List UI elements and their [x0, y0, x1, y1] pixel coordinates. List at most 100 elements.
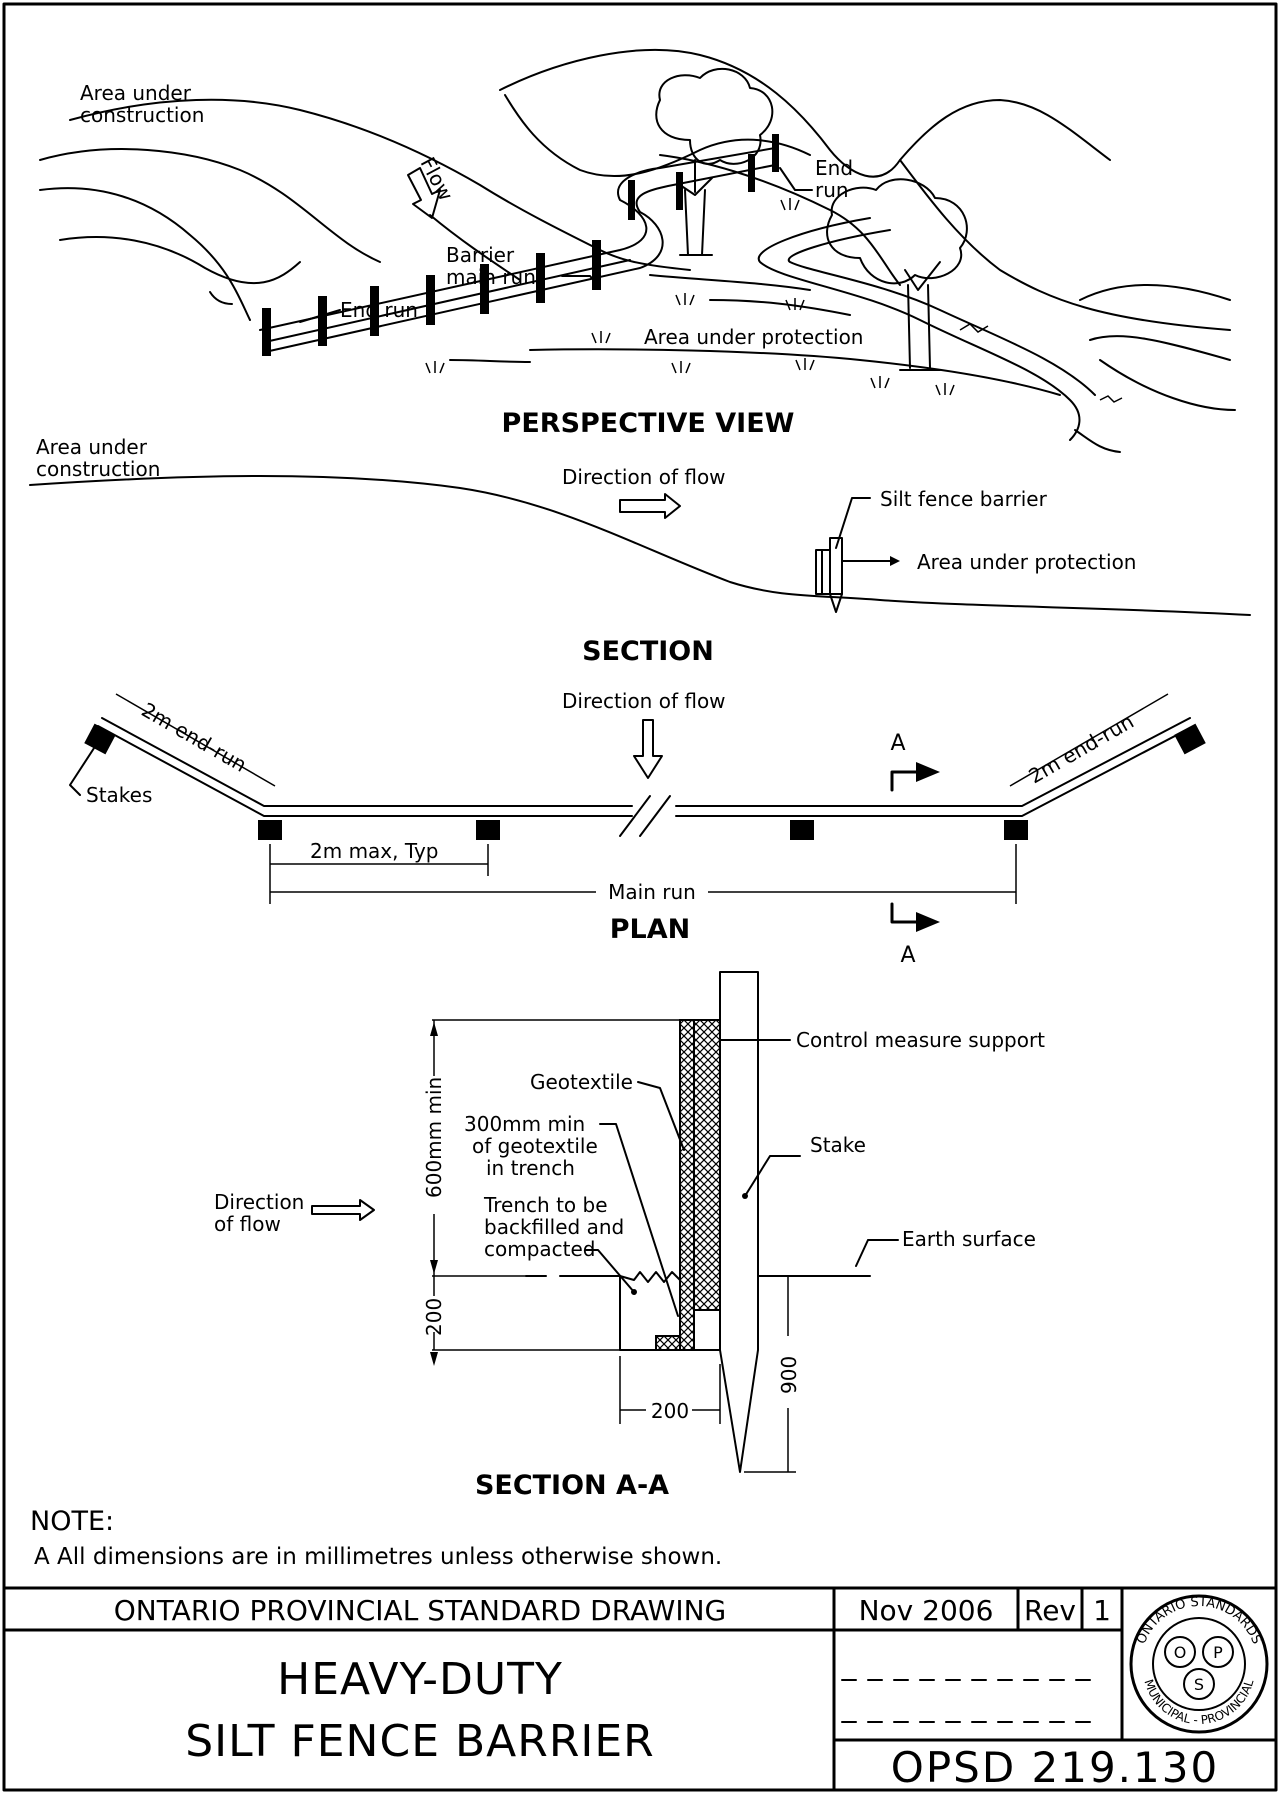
section-marker-label-top: A	[890, 731, 905, 756]
aa-geotextile-toe	[655, 1335, 681, 1351]
aa-trench-width-label: 200	[651, 1399, 689, 1423]
perspective-stake	[592, 240, 601, 290]
plan-flow-label: Direction of flow	[562, 689, 726, 713]
perspective-flow-label: Flow	[416, 153, 459, 205]
standard-label: ONTARIO PROVINCIAL STANDARD DRAWING	[114, 1594, 726, 1627]
flow-arrow-icon	[311, 1199, 375, 1221]
plan-end-run-left-label: 2m end-run	[138, 698, 251, 777]
plan-spacing-label: 2m max, Typ	[310, 839, 439, 863]
plan-stake	[1174, 723, 1206, 755]
aa-stake	[719, 971, 759, 1473]
perspective-stake	[262, 308, 271, 356]
plan-fence	[84, 717, 1206, 840]
leader-line	[855, 1239, 899, 1267]
leader-line	[585, 1249, 635, 1293]
aa-trench-note-2: backfilled and	[484, 1215, 624, 1239]
section-marker-arrow-icon	[916, 912, 940, 932]
aa-geotextile	[679, 1019, 695, 1351]
leader-line	[69, 741, 99, 796]
leader-line	[835, 497, 871, 549]
leader-line	[561, 275, 599, 286]
aa-geotextile-label: Geotextile	[530, 1070, 633, 1094]
aa-trench-depth-label: 200	[422, 1298, 446, 1336]
perspective-construction-label-1: Area under	[80, 81, 192, 105]
perspective-stake	[628, 180, 635, 220]
aa-height-dimension-label: 600mm min	[422, 1077, 446, 1198]
leader-line	[744, 1155, 801, 1197]
rev-label: Rev	[1024, 1594, 1076, 1627]
perspective-stake	[370, 286, 379, 336]
flow-arrow-icon	[633, 719, 663, 779]
end-run-dimension-line	[115, 693, 1169, 787]
stream	[757, 217, 1123, 453]
drawing-title-line-1: HEAVY-DUTY	[277, 1654, 563, 1705]
leader-line	[637, 1081, 685, 1151]
perspective-stake	[536, 253, 545, 303]
section-aa-view: 600mm min 200 200 900 Control measure su…	[214, 971, 1045, 1501]
note-item: A All dimensions are in millimetres unle…	[34, 1544, 722, 1570]
perspective-terrain	[39, 48, 1236, 411]
rev-value: 1	[1093, 1594, 1111, 1627]
seal-top-text: ONTARIO STANDARDS	[1134, 1595, 1264, 1647]
section-marker-arrow-icon	[916, 762, 940, 782]
section-protection-label: Area under protection	[917, 550, 1136, 574]
aa-trench-note-1: Trench to be	[483, 1193, 608, 1217]
plan-view: Direction of flow 2m end-run 2m end-run …	[69, 689, 1206, 968]
aa-earth-surface-label: Earth surface	[902, 1227, 1036, 1251]
flow-arrow-icon	[407, 167, 441, 219]
perspective-view: Area under construction Flow Barrier mai…	[39, 48, 1236, 453]
plan-end-run-right-label: 2m end-run	[1025, 709, 1138, 788]
plan-stake	[790, 820, 814, 840]
perspective-view-title: PERSPECTIVE VIEW	[502, 408, 795, 439]
plan-stakes-label: Stakes	[86, 783, 152, 807]
leader-line	[599, 1123, 679, 1317]
rev-cell-rules	[1016, 1586, 1084, 1632]
plan-stake	[1004, 820, 1028, 840]
tree-left	[655, 68, 774, 256]
aa-trench-note-3: compacted	[484, 1237, 596, 1261]
seal-letter: S	[1194, 1675, 1204, 1694]
plan-view-title: PLAN	[610, 914, 691, 945]
stake-spacing-dimension	[269, 844, 489, 876]
grass-tufts	[425, 198, 955, 396]
aa-embed-dimension	[744, 1275, 796, 1473]
main-run-dimension	[269, 844, 1017, 904]
seal-letter: P	[1213, 1643, 1223, 1662]
perspective-end-run-right-label-2: run	[815, 178, 849, 202]
plan-stake	[476, 820, 500, 840]
aa-dimension-extensions	[432, 1019, 680, 1351]
perspective-protection-label: Area under protection	[644, 325, 863, 349]
leader-line	[299, 309, 341, 323]
plan-stake	[258, 820, 282, 840]
section-marker-label-bottom: A	[900, 943, 915, 968]
section-barrier-label: Silt fence barrier	[880, 487, 1048, 511]
perspective-main-run-label-1: Barrier	[446, 243, 515, 267]
blank-revision-lines	[841, 1679, 1103, 1723]
aa-flow-label-2: of flow	[214, 1212, 281, 1236]
title-block: ONTARIO PROVINCIAL STANDARD DRAWING Nov …	[2, 1586, 1278, 1792]
perspective-construction-label-2: construction	[80, 103, 204, 127]
aa-trench-geotextile-label-1: 300mm min	[464, 1112, 585, 1136]
drawing-number: OPSD 219.130	[891, 1743, 1219, 1792]
tree-right	[826, 178, 968, 371]
drawing-title-line-2: SILT FENCE BARRIER	[185, 1716, 655, 1767]
aa-support-label: Control measure support	[796, 1028, 1045, 1052]
aa-control-measure-support	[693, 1019, 721, 1311]
section-construction-label-1: Area under	[36, 435, 148, 459]
leader-line	[779, 167, 813, 191]
svg-text:ONTARIO STANDARDS: ONTARIO STANDARDS	[1134, 1595, 1264, 1647]
section-marker-top	[890, 770, 922, 792]
aa-trench-geotextile-label-2: of geotextile	[472, 1134, 598, 1158]
section-view: Area under construction Direction of flo…	[29, 435, 1251, 667]
aa-trench-geotextile-label-3: in trench	[486, 1156, 575, 1180]
plan-stake	[84, 723, 116, 755]
aa-backfill-line	[619, 1271, 681, 1283]
perspective-end-run-right-label-1: End	[815, 156, 853, 180]
section-aa-title: SECTION A-A	[475, 1470, 669, 1501]
ops-seal-logo: ONTARIO STANDARDS MUNICIPAL - PROVINCIAL…	[1129, 1594, 1269, 1734]
date-label: Nov 2006	[859, 1594, 994, 1627]
section-construction-label-2: construction	[36, 457, 160, 481]
section-view-title: SECTION	[582, 636, 714, 667]
